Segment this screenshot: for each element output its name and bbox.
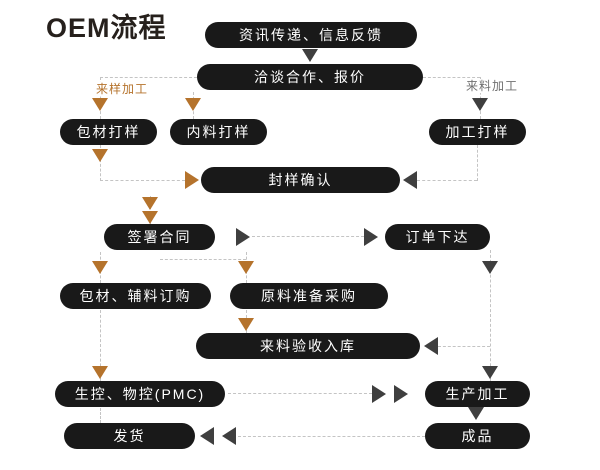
branch-label-sample-processing: 来样加工 bbox=[94, 82, 151, 96]
connector-line bbox=[100, 310, 101, 381]
arrow-left-icon bbox=[403, 171, 417, 189]
arrow-down-icon bbox=[472, 98, 488, 111]
arrow-left-icon bbox=[222, 427, 236, 445]
connector-line bbox=[438, 346, 490, 347]
arrow-down-icon bbox=[92, 261, 108, 274]
page-title: OEM流程 bbox=[46, 13, 167, 43]
node-negotiate-quote: 洽谈合作、报价 bbox=[197, 64, 423, 90]
node-content-sample: 内料打样 bbox=[170, 119, 267, 145]
arrow-down-icon bbox=[92, 149, 108, 162]
arrow-left-icon bbox=[424, 337, 438, 355]
connector-line bbox=[252, 236, 364, 237]
arrow-down-icon bbox=[142, 197, 158, 210]
connector-line bbox=[100, 408, 101, 423]
arrow-down-icon bbox=[468, 407, 484, 420]
arrow-down-icon bbox=[482, 366, 498, 379]
arrow-down-icon bbox=[92, 98, 108, 111]
arrow-down-icon bbox=[482, 261, 498, 274]
connector-line bbox=[423, 77, 480, 78]
connector-line bbox=[160, 259, 246, 260]
arrow-down-icon bbox=[142, 211, 158, 224]
arrow-down-icon bbox=[238, 318, 254, 331]
node-material-purchase: 原料准备采购 bbox=[230, 283, 388, 309]
node-packaging-sample: 包材打样 bbox=[60, 119, 157, 145]
node-pmc: 生控、物控(PMC) bbox=[55, 381, 225, 407]
arrow-left-icon bbox=[200, 427, 214, 445]
arrow-down-icon bbox=[238, 261, 254, 274]
arrow-down-icon bbox=[185, 98, 201, 111]
connector-line bbox=[477, 145, 478, 181]
connector-line bbox=[100, 77, 197, 78]
connector-line bbox=[100, 180, 185, 181]
arrow-down-icon bbox=[92, 366, 108, 379]
arrow-right-icon bbox=[185, 171, 199, 189]
arrow-right-icon bbox=[236, 228, 250, 246]
branch-label-material-processing: 来料加工 bbox=[464, 79, 521, 93]
arrow-right-icon bbox=[394, 385, 408, 403]
connector-line bbox=[238, 436, 425, 437]
node-seal-confirmation: 封样确认 bbox=[201, 167, 400, 193]
node-info-feedback: 资讯传递、信息反馈 bbox=[205, 22, 417, 48]
node-order-issued: 订单下达 bbox=[385, 224, 490, 250]
connector-line bbox=[490, 250, 491, 381]
arrow-down-icon bbox=[302, 49, 318, 62]
node-finished-product: 成品 bbox=[425, 423, 530, 449]
node-processing-sample: 加工打样 bbox=[429, 119, 526, 145]
arrow-right-icon bbox=[364, 228, 378, 246]
node-production: 生产加工 bbox=[425, 381, 530, 407]
arrow-right-icon bbox=[372, 385, 386, 403]
node-sign-contract: 签署合同 bbox=[104, 224, 215, 250]
node-incoming-inspection: 来料验收入库 bbox=[196, 333, 420, 359]
node-packaging-order: 包材、辅料订购 bbox=[60, 283, 211, 309]
node-shipping: 发货 bbox=[64, 423, 195, 449]
connector-line bbox=[150, 196, 151, 224]
connector-line bbox=[100, 145, 101, 181]
connector-line bbox=[417, 180, 477, 181]
connector-line bbox=[228, 393, 372, 394]
